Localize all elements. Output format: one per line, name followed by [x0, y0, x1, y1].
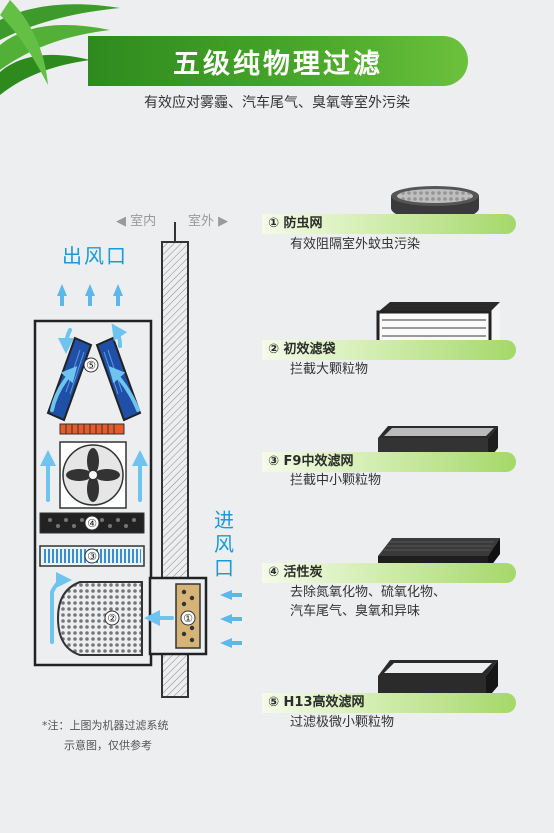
unit-housing: [33, 319, 153, 667]
palm-leaf-decoration: [0, 0, 120, 95]
outdoor-direction-label: 室外 ▶: [188, 214, 229, 229]
filter-bar-5: [262, 693, 516, 713]
filter-label-1: ① 防虫网: [268, 216, 323, 231]
label-number-5: ⑤: [86, 359, 96, 372]
filter-label-2: ② 初效滤袋: [268, 342, 336, 357]
filter-bar-4: [262, 563, 516, 583]
filter-label-3: ③ F9中效滤网: [268, 454, 354, 469]
label-number-2: ②: [107, 612, 117, 625]
filter-label-4: ④ 活性炭: [268, 565, 323, 580]
page-title: 五级纯物理过滤: [88, 36, 468, 86]
indoor-direction-label: ◀ 室内: [116, 214, 157, 229]
filter-bar-2: [262, 340, 516, 360]
filter-desc-5: 过滤极微小颗粒物: [290, 715, 395, 730]
air-inlet-label: 进风口: [214, 508, 234, 580]
internal-airflow: [40, 323, 174, 644]
filter-bar-3: [262, 452, 516, 472]
label-number-3: ③: [87, 550, 97, 563]
airflow-arrows: [57, 284, 123, 306]
air-outlet-label: 出风口: [62, 244, 128, 268]
insect-screen-image: [391, 186, 479, 221]
page-subtitle: 有效应对雾霾、汽车尾气、臭氧等室外污染: [144, 95, 410, 111]
heater-element: [59, 423, 125, 435]
primary-filter-bag: [56, 581, 143, 656]
filter-bar-1: [262, 214, 516, 234]
label-number-4: ④: [87, 517, 97, 530]
inlet-arrows: [220, 590, 242, 648]
filter-desc-4: 去除氮氧化物、硫氧化物、汽车尾气、臭氧和异味: [290, 585, 447, 619]
label-number-1: ①: [183, 612, 193, 625]
filter-desc-1: 有效阻隔室外蚊虫污染: [290, 237, 421, 252]
hepa-filter-h13: [46, 336, 142, 422]
filter-label-5: ⑤ H13高效滤网: [268, 695, 365, 710]
diagram-note: *注：上图为机器过滤系统 示意图，仅供参考: [42, 719, 169, 752]
filter-desc-3: 拦截中小颗粒物: [290, 473, 382, 488]
filter-desc-2: 拦截大颗粒物: [290, 362, 369, 377]
